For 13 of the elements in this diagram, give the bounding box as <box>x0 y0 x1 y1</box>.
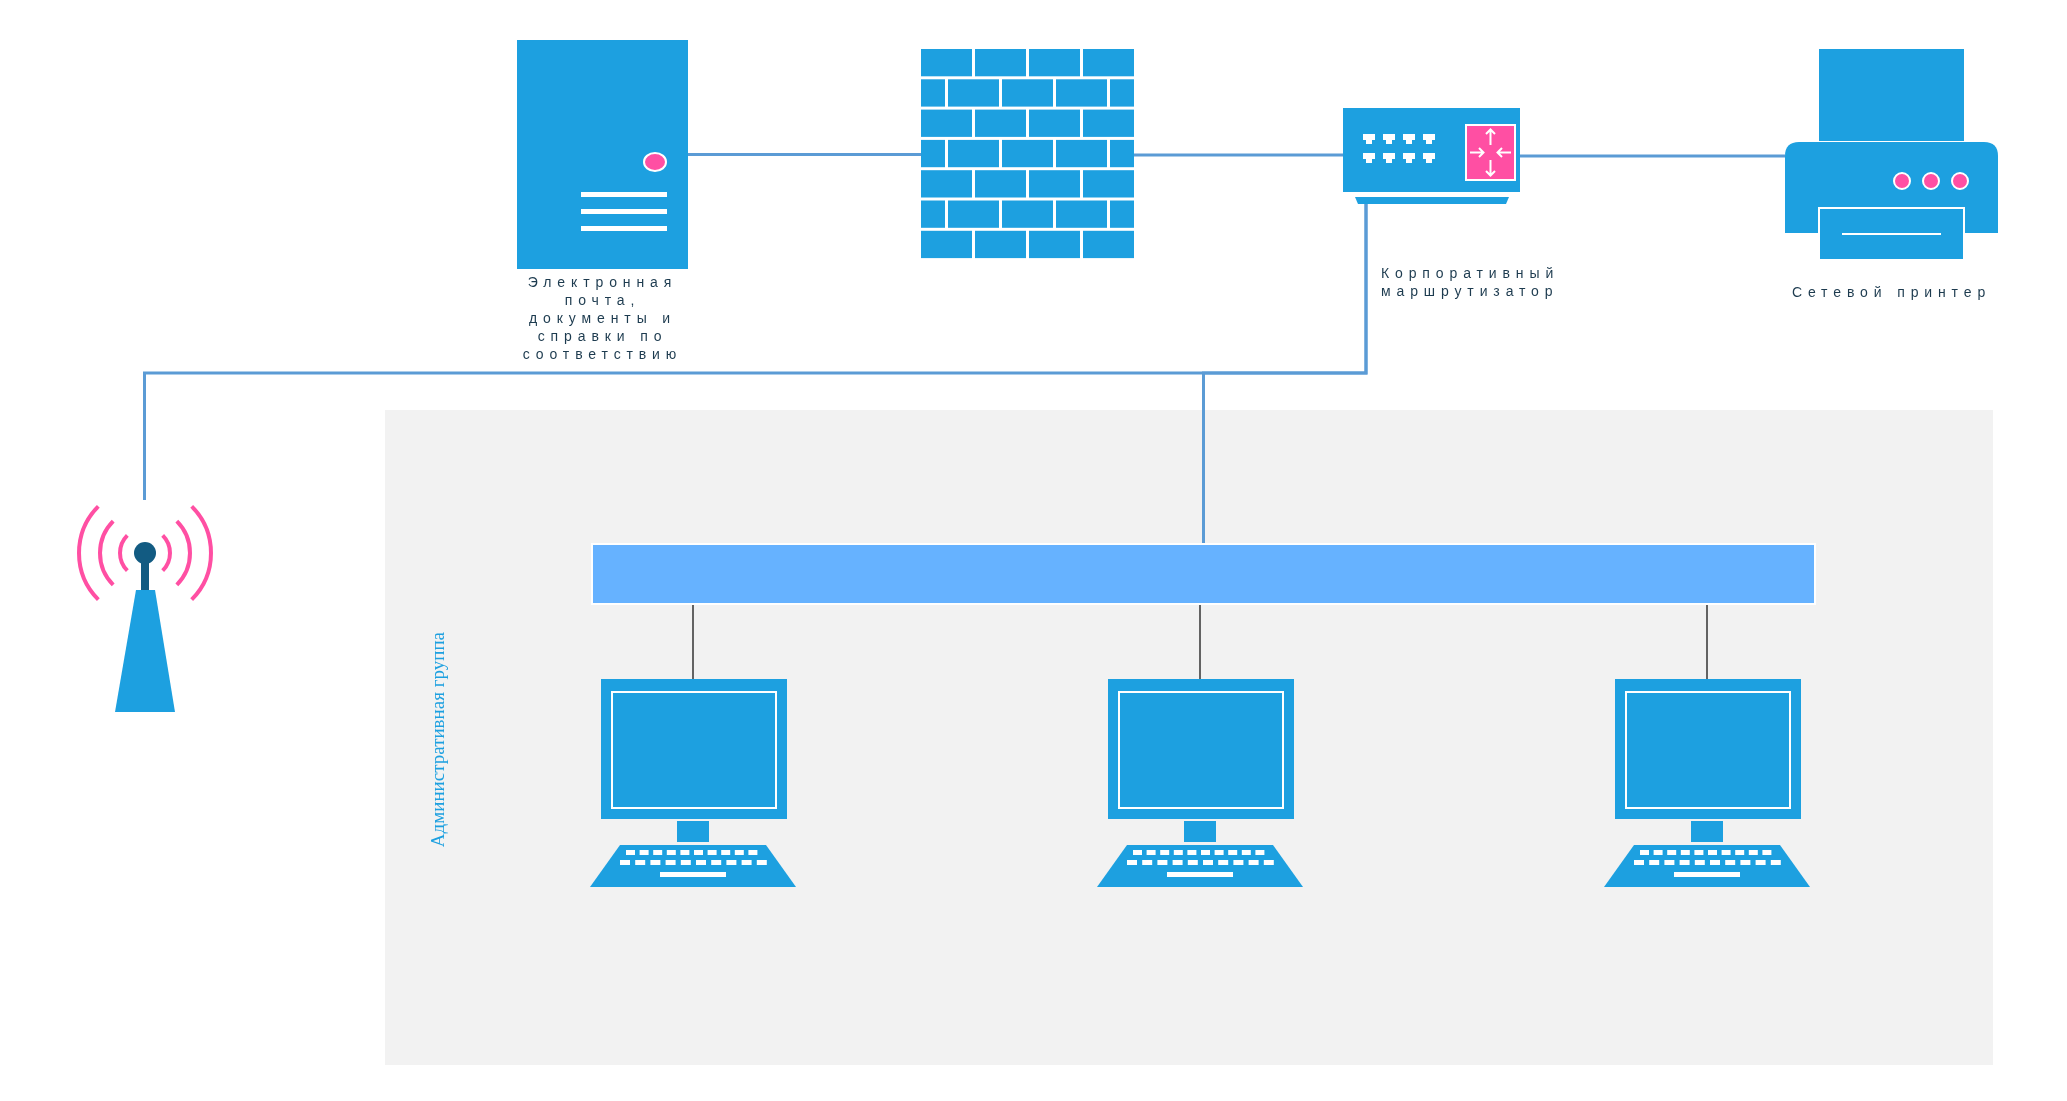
connector-line <box>692 604 694 680</box>
connector-line <box>1202 204 1368 543</box>
connector-line <box>688 153 921 156</box>
device-caption: Электронная почта, документы и справки по соответствию <box>521 273 684 363</box>
group-title: Административная группа <box>427 632 449 848</box>
device-caption: Корпоративный маршрутизатор <box>1381 264 1561 300</box>
connector-line <box>1520 154 1785 158</box>
group-panel <box>385 410 1993 1065</box>
connector-line <box>1706 604 1708 680</box>
connector-line <box>1134 153 1343 157</box>
device-caption: Сетевой принтер <box>1790 283 1993 301</box>
network-switch-bar <box>591 543 1816 605</box>
connector-line <box>1199 604 1201 680</box>
